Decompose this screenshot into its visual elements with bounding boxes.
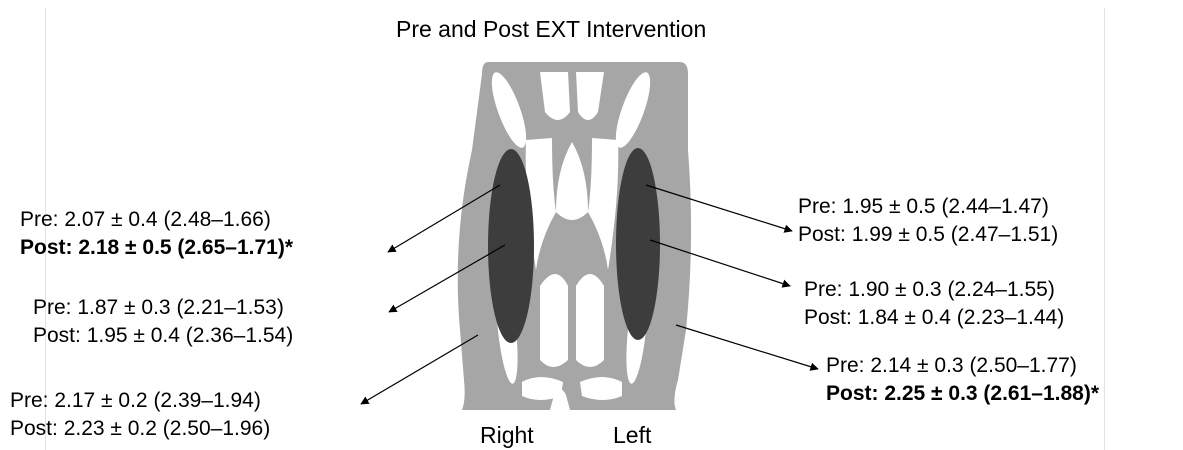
label-left-upper: Pre: 1.95 ± 0.5 (2.44–1.47) Post: 1.99 ±…	[798, 193, 1058, 249]
label-left-middle: Pre: 1.90 ± 0.3 (2.24–1.55) Post: 1.84 ±…	[804, 276, 1064, 332]
label-right-lower-post: Post: 2.23 ± 0.2 (2.50–1.96)	[10, 415, 270, 443]
label-left-middle-pre: Pre: 1.90 ± 0.3 (2.24–1.55)	[804, 276, 1064, 304]
label-right-upper-pre: Pre: 2.07 ± 0.4 (2.48–1.66)	[20, 206, 293, 234]
label-right-middle-post: Post: 1.95 ± 0.4 (2.36–1.54)	[33, 322, 293, 350]
label-left-lower-pre: Pre: 2.14 ± 0.3 (2.50–1.77)	[826, 352, 1099, 380]
label-right-upper-post: Post: 2.18 ± 0.5 (2.65–1.71)*	[20, 234, 293, 262]
arrow-right-lower	[361, 335, 478, 404]
label-left-upper-post: Post: 1.99 ± 0.5 (2.47–1.51)	[798, 221, 1058, 249]
right-muscle	[488, 149, 534, 343]
label-right-middle-pre: Pre: 1.87 ± 0.3 (2.21–1.53)	[33, 294, 293, 322]
label-right-upper: Pre: 2.07 ± 0.4 (2.48–1.66) Post: 2.18 ±…	[20, 206, 293, 262]
label-right-lower: Pre: 2.17 ± 0.2 (2.39–1.94) Post: 2.23 ±…	[10, 387, 270, 443]
label-left-lower-post: Post: 2.25 ± 0.3 (2.61–1.88)*	[826, 380, 1099, 408]
label-right-middle: Pre: 1.87 ± 0.3 (2.21–1.53) Post: 1.95 ±…	[33, 294, 293, 350]
arrow-left-lower	[676, 325, 818, 369]
side-label-right: Right	[480, 422, 534, 449]
label-left-upper-pre: Pre: 1.95 ± 0.5 (2.44–1.47)	[798, 193, 1058, 221]
label-left-lower: Pre: 2.14 ± 0.3 (2.50–1.77) Post: 2.25 ±…	[826, 352, 1099, 408]
left-muscle	[616, 148, 660, 340]
label-right-lower-pre: Pre: 2.17 ± 0.2 (2.39–1.94)	[10, 387, 270, 415]
label-left-middle-post: Post: 1.84 ± 0.4 (2.23–1.44)	[804, 304, 1064, 332]
side-label-left: Left	[613, 422, 651, 449]
